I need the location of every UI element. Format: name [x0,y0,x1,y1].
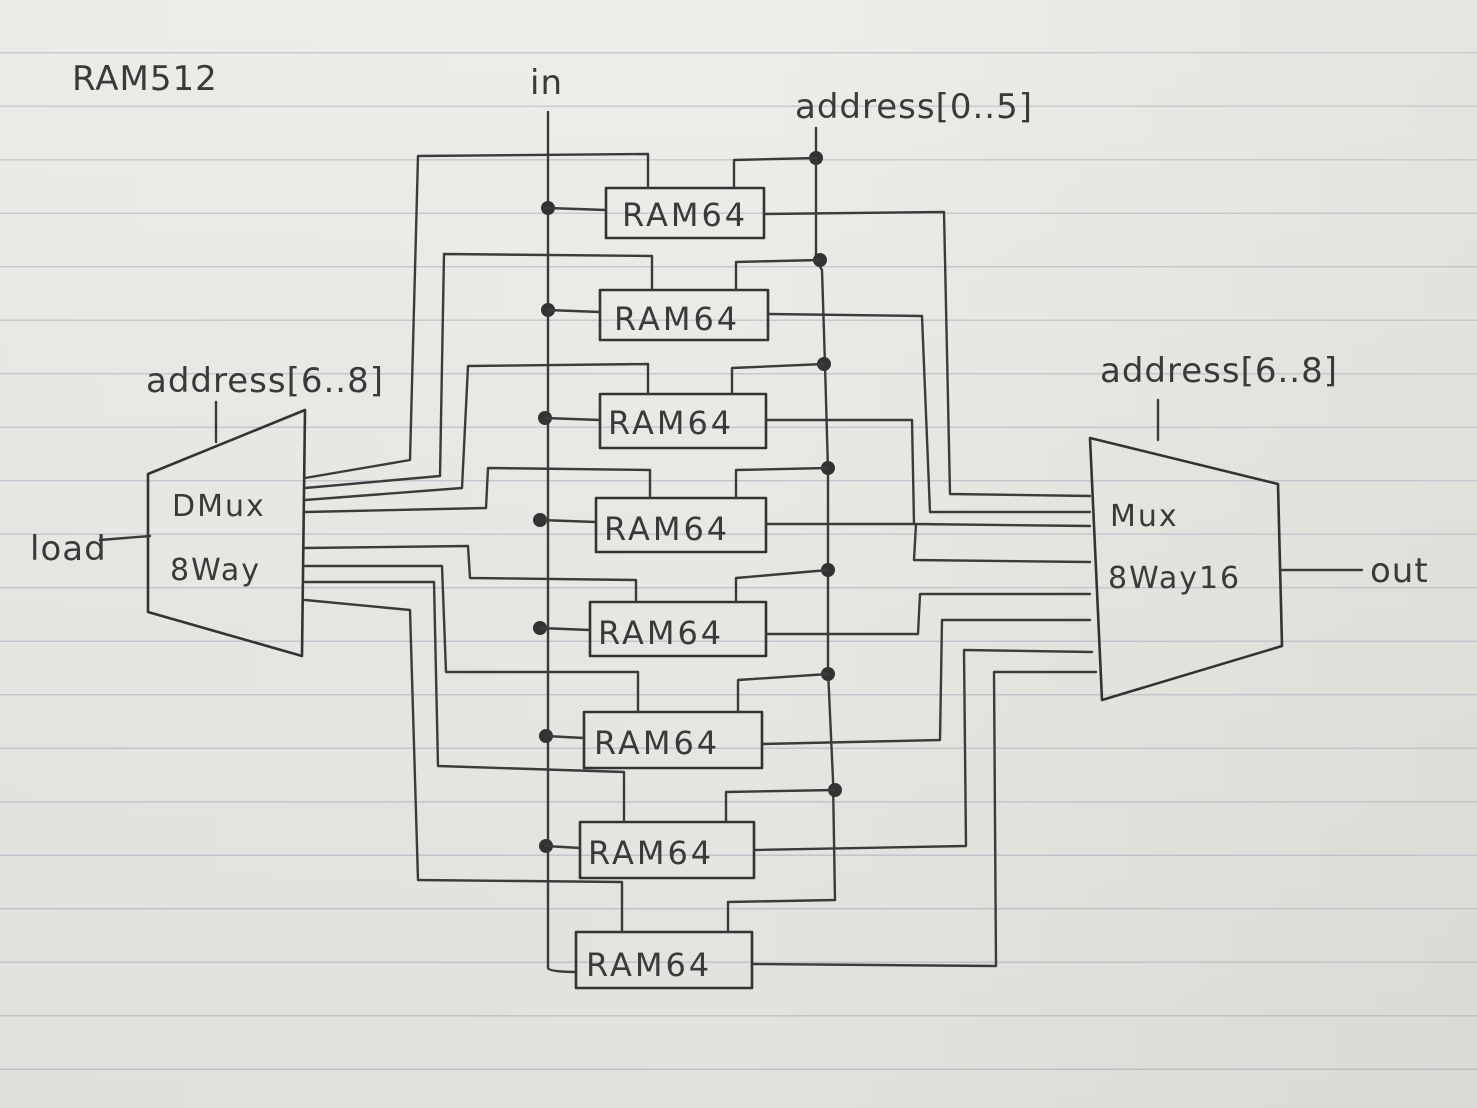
ram64-label-1: RAM64 [614,300,740,338]
ram64-block-4: RAM64 [588,600,768,658]
dmux-label-line1: DMux [172,489,266,524]
ram64-label-0: RAM64 [622,196,748,234]
ram-output-wires [750,210,1098,968]
ram64-label-2: RAM64 [608,404,734,442]
dmux-address-label: address[6..8] [146,361,384,401]
dmux8way-block [146,408,307,658]
ram64-label-4: RAM64 [598,614,724,652]
mux8way16-block [1088,436,1284,702]
in-bus [546,110,578,974]
ram64-block-3: RAM64 [594,496,768,554]
in-taps [533,201,608,853]
ram64-label-6: RAM64 [588,834,714,872]
in-label: in [530,63,563,103]
out-label: out [1370,551,1429,591]
ram64-block-0: RAM64 [604,186,766,240]
dmux-label-line2: 8Way [170,553,261,588]
load-wire [98,534,152,542]
dmux-load-wires [303,152,654,934]
ram64-block-2: RAM64 [598,392,768,450]
mux-address-label: address[6..8] [1100,351,1338,391]
ram64-block-7: RAM64 [574,930,754,990]
diagram-title: RAM512 [72,59,218,99]
mux-label-line1: Mux [1110,499,1179,534]
load-label: load [30,529,107,569]
address-low-label: address[0..5] [795,87,1033,127]
address-taps [724,151,842,934]
mux-label-line2: 8Way16 [1108,561,1241,596]
ram64-block-5: RAM64 [582,710,764,770]
ram64-label-5: RAM64 [594,724,720,762]
ram64-block-6: RAM64 [578,820,756,880]
ram64-label-7: RAM64 [586,946,712,984]
ram64-block-1: RAM64 [598,288,770,342]
ram64-label-3: RAM64 [604,510,730,548]
